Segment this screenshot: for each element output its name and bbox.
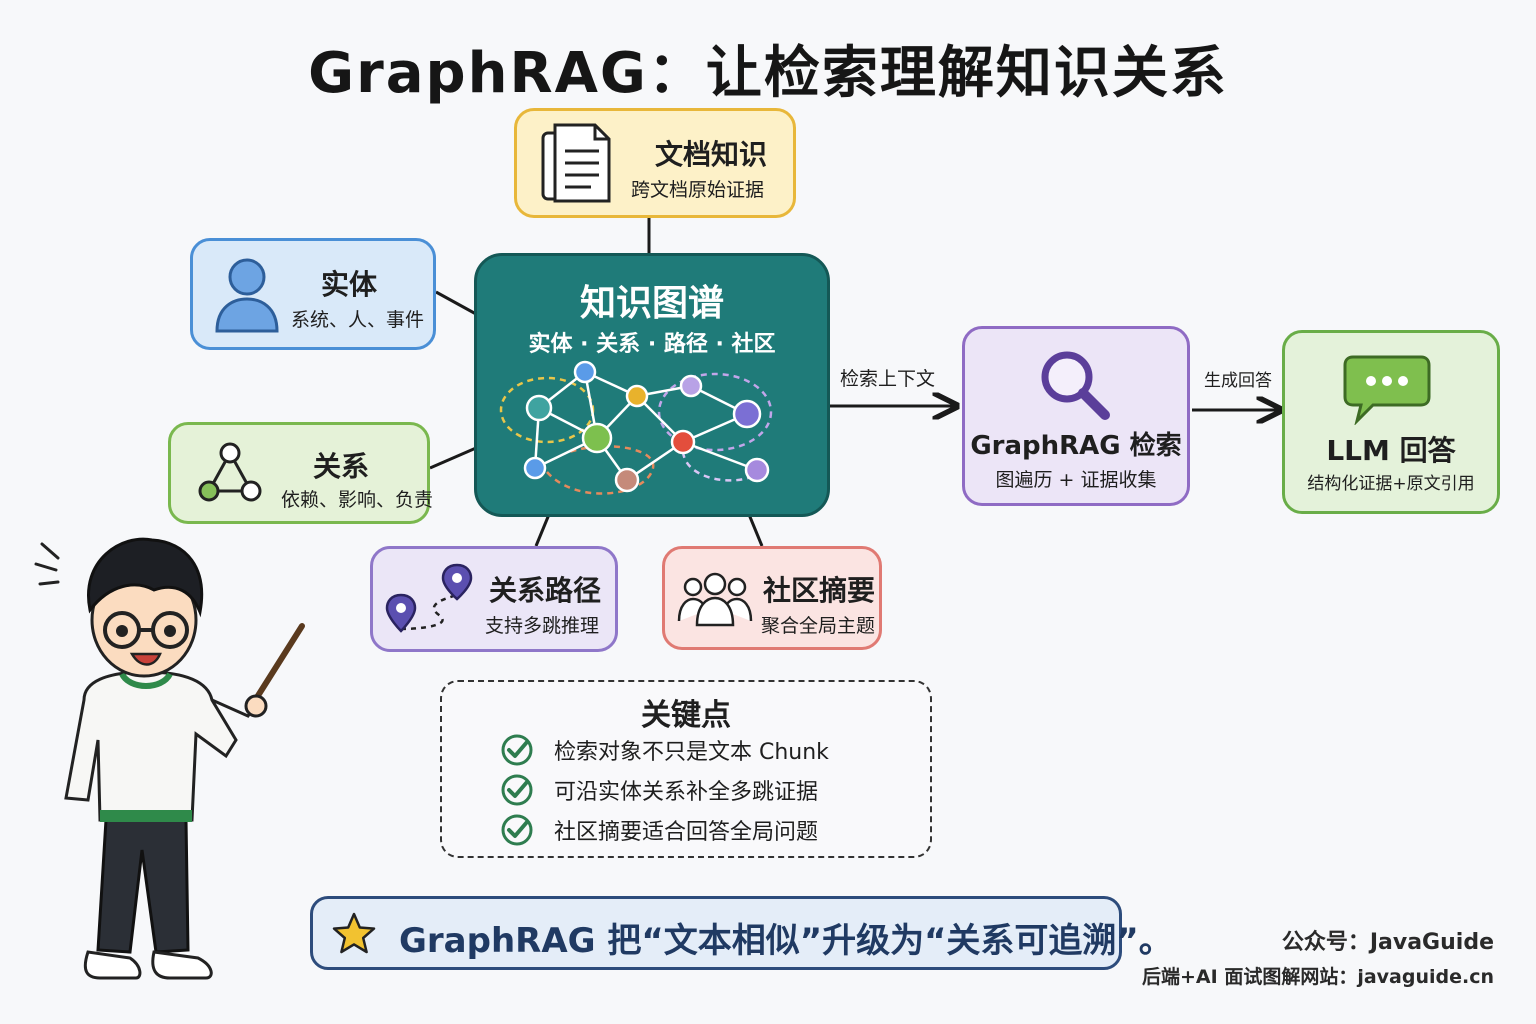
triangle-nodes-icon	[198, 442, 262, 502]
key-point-text: 社区摘要适合回答全局问题	[554, 820, 819, 845]
graphrag-search-subtitle: 图遍历 + 证据收集	[995, 469, 1157, 491]
entity-card: 实体 系统、人、事件	[190, 238, 436, 350]
check-circle-icon	[501, 734, 533, 766]
key-points-title: 关键点	[641, 698, 731, 733]
key-point-item: 社区摘要适合回答全局问题	[500, 812, 818, 848]
entity-subtitle: 系统、人、事件	[291, 309, 425, 331]
knowledge-graph-title: 知识图谱	[579, 283, 724, 324]
check-circle-icon	[501, 774, 533, 806]
community-card: 社区摘要 聚合全局主题	[662, 546, 882, 650]
credit-account: 公众号：JavaGuide	[1281, 930, 1494, 955]
document-stack-icon	[541, 123, 611, 203]
presenter-character-illustration	[34, 537, 305, 980]
key-points-box: 关键点 检索对象不只是文本 Chunk 可沿实体关系补全多跳证据 社区摘要适合回…	[440, 680, 932, 858]
relation-card: 关系 依赖、影响、负责	[168, 422, 434, 524]
knowledge-graph-card: 知识图谱 实体 · 关系 · 路径 · 社区	[474, 253, 830, 517]
connector-path-kg	[534, 511, 552, 547]
credit-site: 后端+AI 面试图解网站：javaguide.cn	[1142, 966, 1494, 988]
edge-label-retrieve-context: 检索上下文	[840, 368, 936, 390]
key-point-item: 可沿实体关系补全多跳证据	[500, 772, 818, 808]
chat-bubble-icon	[1343, 355, 1431, 425]
magnifier-icon	[1041, 351, 1110, 420]
connector-community-kg	[746, 511, 764, 547]
community-subtitle: 聚合全局主题	[761, 615, 876, 637]
summary-text: GraphRAG 把“文本相似”升级为“关系可追溯”。	[399, 921, 1173, 961]
relation-subtitle: 依赖、影响、负责	[281, 489, 434, 511]
key-point-text: 检索对象不只是文本 Chunk	[554, 740, 829, 765]
llm-answer-subtitle: 结构化证据+原文引用	[1307, 474, 1475, 494]
documents-card: 文档知识 跨文档原始证据	[514, 108, 796, 218]
key-point-text: 可沿实体关系补全多跳证据	[554, 780, 819, 805]
graph-network-illustration	[499, 360, 773, 495]
check-circle-icon	[501, 814, 533, 846]
connector-entity-kg	[435, 290, 477, 316]
star-icon	[332, 912, 376, 954]
group-icon	[677, 572, 753, 627]
path-title: 关系路径	[489, 574, 602, 607]
community-title: 社区摘要	[763, 574, 876, 607]
user-icon	[215, 258, 279, 333]
graphrag-search-card: GraphRAG 检索 图遍历 + 证据收集	[962, 326, 1190, 506]
path-subtitle: 支持多跳推理	[485, 615, 600, 637]
connector-relation-kg	[429, 446, 477, 470]
summary-banner: GraphRAG 把“文本相似”升级为“关系可追溯”。	[310, 896, 1173, 970]
llm-answer-card: LLM 回答 结构化证据+原文引用	[1282, 330, 1500, 514]
llm-answer-title: LLM 回答	[1326, 434, 1456, 467]
path-card: 关系路径 支持多跳推理	[370, 546, 618, 652]
relation-title: 关系	[313, 450, 370, 483]
documents-subtitle: 跨文档原始证据	[631, 179, 765, 201]
page-title: GraphRAG：让检索理解知识关系	[308, 41, 1228, 106]
key-point-item: 检索对象不只是文本 Chunk	[500, 732, 829, 768]
graphrag-search-title: GraphRAG 检索	[970, 431, 1182, 461]
knowledge-graph-subtitle: 实体 · 关系 · 路径 · 社区	[528, 332, 776, 357]
map-pin-route-icon	[385, 563, 473, 633]
entity-title: 实体	[321, 268, 378, 301]
edge-label-generate-answer: 生成回答	[1204, 371, 1272, 391]
documents-title: 文档知识	[655, 138, 768, 171]
